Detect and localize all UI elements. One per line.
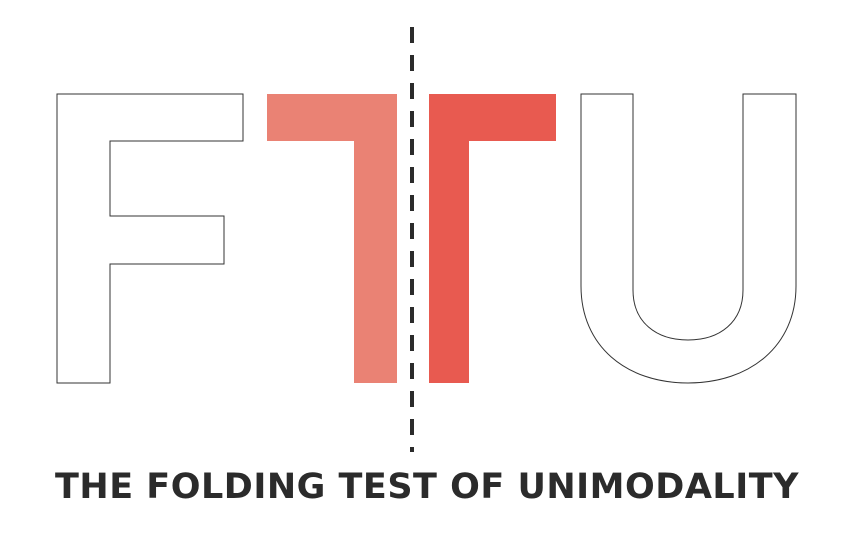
- tagline-text: THE FOLDING TEST OF UNIMODALITY: [55, 467, 799, 507]
- letter-t-left-half: [267, 94, 397, 383]
- letter-f-outline: [56, 93, 244, 384]
- letter-u-outline: [580, 93, 797, 384]
- letter-t-right-half: [429, 94, 556, 383]
